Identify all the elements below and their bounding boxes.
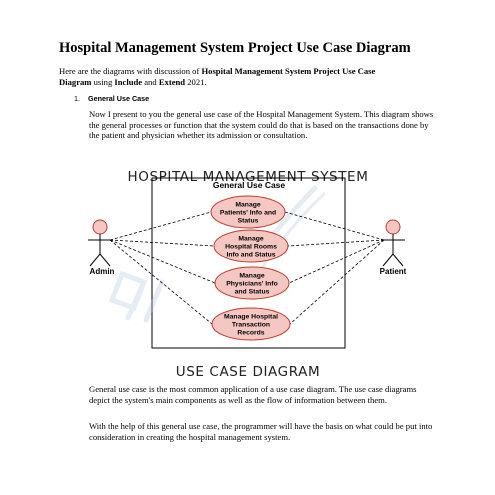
use-case-4-line3: Records xyxy=(237,330,264,337)
system-boundary xyxy=(151,177,346,349)
use-case-4-line2: Transaction xyxy=(232,322,270,329)
use-case-group: Manage Patients' Info and Status Manage … xyxy=(210,195,291,341)
boundary-label: General Use Case xyxy=(213,180,286,190)
connector-left-3 xyxy=(109,239,216,284)
use-case-manage-patients: Manage Patients' Info and Status xyxy=(210,195,286,229)
use-case-2-line2: Hospital Rooms xyxy=(225,244,277,251)
intro-topic-line1: Hospital Management System Project Use C… xyxy=(201,66,376,76)
connector-right-2 xyxy=(287,239,385,247)
patient-actor-icon xyxy=(381,219,405,267)
use-case-3-line2: Physicians' Info xyxy=(226,281,277,288)
connector-right-4 xyxy=(289,239,385,325)
use-case-4-line1: Manage Hospital xyxy=(224,314,278,321)
connector-left-4 xyxy=(109,239,213,325)
admin-actor-label: Admin xyxy=(90,267,115,276)
use-case-3-line1: Manage xyxy=(239,273,265,280)
paragraph-2: General use case is the most common appl… xyxy=(89,384,417,405)
intro-extend: Extend xyxy=(158,77,186,87)
paragraph-3: With the help of this general use case, … xyxy=(89,421,433,442)
connector-left-1 xyxy=(109,211,212,241)
use-case-manage-transactions: Manage Hospital Transaction Records xyxy=(211,307,291,341)
diagram-footer: USE CASE DIAGRAM xyxy=(176,364,320,380)
intro-topic-line2: Diagram xyxy=(59,77,92,87)
connectors xyxy=(109,211,385,325)
intro-and: and xyxy=(142,77,159,87)
use-case-manage-rooms: Manage Hospital Rooms Info and Status xyxy=(213,229,289,263)
intro-include: Include xyxy=(114,77,143,87)
connector-left-2 xyxy=(109,239,215,247)
paragraph-1: Now I present to you the general use cas… xyxy=(89,109,434,140)
intro-middle: using xyxy=(91,77,115,87)
connector-right-1 xyxy=(284,211,385,241)
diagram-header: HOSPITAL MANAGEMENT SYSTEM xyxy=(128,169,369,185)
admin-actor-icon xyxy=(88,219,112,267)
intro-prefix: Here are the diagrams with discussion of xyxy=(59,66,202,76)
use-case-diagram: HOSPITAL MANAGEMENT SYSTEM General Use C… xyxy=(88,169,407,380)
document-title: Hospital Management System Project Use C… xyxy=(59,40,411,56)
intro-paragraph: Here are the diagrams with discussion of… xyxy=(59,66,439,88)
intro-suffix: 2021. xyxy=(185,77,207,87)
patient-actor-label: Patient xyxy=(380,267,407,276)
use-case-3-line3: and Status xyxy=(235,289,270,296)
connector-right-3 xyxy=(288,239,385,284)
section-heading: 1. General Use Case xyxy=(74,94,149,103)
use-case-1-line3: Status xyxy=(238,218,259,225)
use-case-2-line1: Manage xyxy=(238,236,264,243)
use-case-manage-physicians: Manage Physicians' Info and Status xyxy=(214,266,290,300)
section-number: 1. xyxy=(74,94,80,103)
section-heading-text: General Use Case xyxy=(88,94,150,103)
use-case-1-line2: Patients' Info and xyxy=(220,210,276,217)
use-case-2-line3: Info and Status xyxy=(226,252,275,259)
use-case-1-line1: Manage xyxy=(235,202,261,209)
